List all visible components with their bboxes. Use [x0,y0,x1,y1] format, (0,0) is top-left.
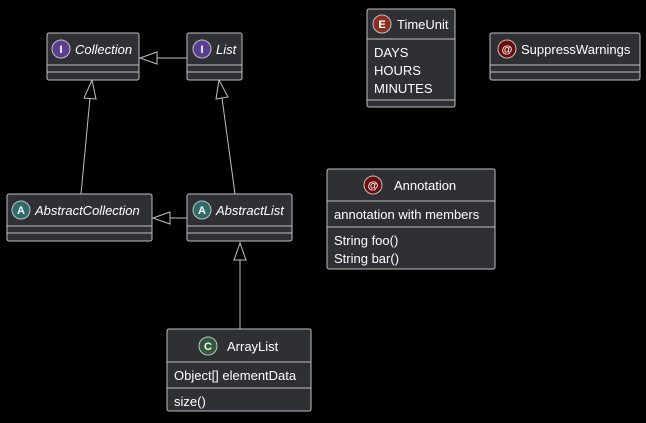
annotation-icon [497,39,517,59]
timeunit-value-days: DAYS [374,45,409,60]
edge-abstractlist-to-list [215,78,236,195]
abstractcollection-badge: A [17,205,25,217]
list-badge: I [200,44,203,56]
class-box-abstractcollection: A AbstractCollection [6,193,153,242]
edge-abstractlist-to-abstractcollection [151,211,187,225]
list-name: List [216,42,238,57]
abstract-class-icon [11,200,31,220]
collection-badge: I [59,44,62,56]
edge-list-to-collection [138,51,187,65]
suppresswarnings-name: SuppressWarnings [521,42,631,57]
timeunit-value-hours: HOURS [374,63,421,78]
interface-icon [51,39,71,59]
annotation-badge: @ [368,180,379,192]
annotation-name: Annotation [394,178,456,193]
class-box-abstractlist: A AbstractList [186,193,293,242]
class-box-collection: I Collection [46,32,140,81]
abstractcollection-name: AbstractCollection [34,203,140,218]
edge-abstractcollection-to-collection [80,78,97,195]
class-box-list: I List [186,32,243,81]
class-box-annotation: @ Annotation annotation with members Str… [326,168,496,270]
arraylist-method-size: size() [174,394,206,409]
arraylist-field: Object[] elementData [174,368,297,383]
class-box-timeunit: E TimeUnit DAYS HOURS MINUTES [366,8,456,108]
annotation-method-foo: String foo() [334,233,398,248]
edges [80,51,247,329]
suppresswarnings-badge: @ [502,44,513,56]
arraylist-badge: C [204,341,212,353]
abstractlist-badge: A [198,205,206,217]
annotation-method-bar: String bar() [334,251,399,266]
abstract-class-icon [192,200,212,220]
edge-arraylist-to-abstractlist [233,241,247,329]
arraylist-name: ArrayList [227,339,279,354]
collection-name: Collection [75,42,132,57]
interface-icon [192,39,212,59]
class-box-suppresswarnings: @ SuppressWarnings [489,32,641,81]
class-icon [198,336,218,356]
timeunit-value-minutes: MINUTES [374,81,433,96]
abstractlist-name: AbstractList [215,203,285,218]
timeunit-name: TimeUnit [397,17,449,32]
annotation-field: annotation with members [334,207,480,222]
class-box-arraylist: C ArrayList Object[] elementData size() [166,328,312,412]
enum-icon [372,14,392,34]
annotation-icon [363,175,383,195]
timeunit-badge: E [378,19,385,31]
